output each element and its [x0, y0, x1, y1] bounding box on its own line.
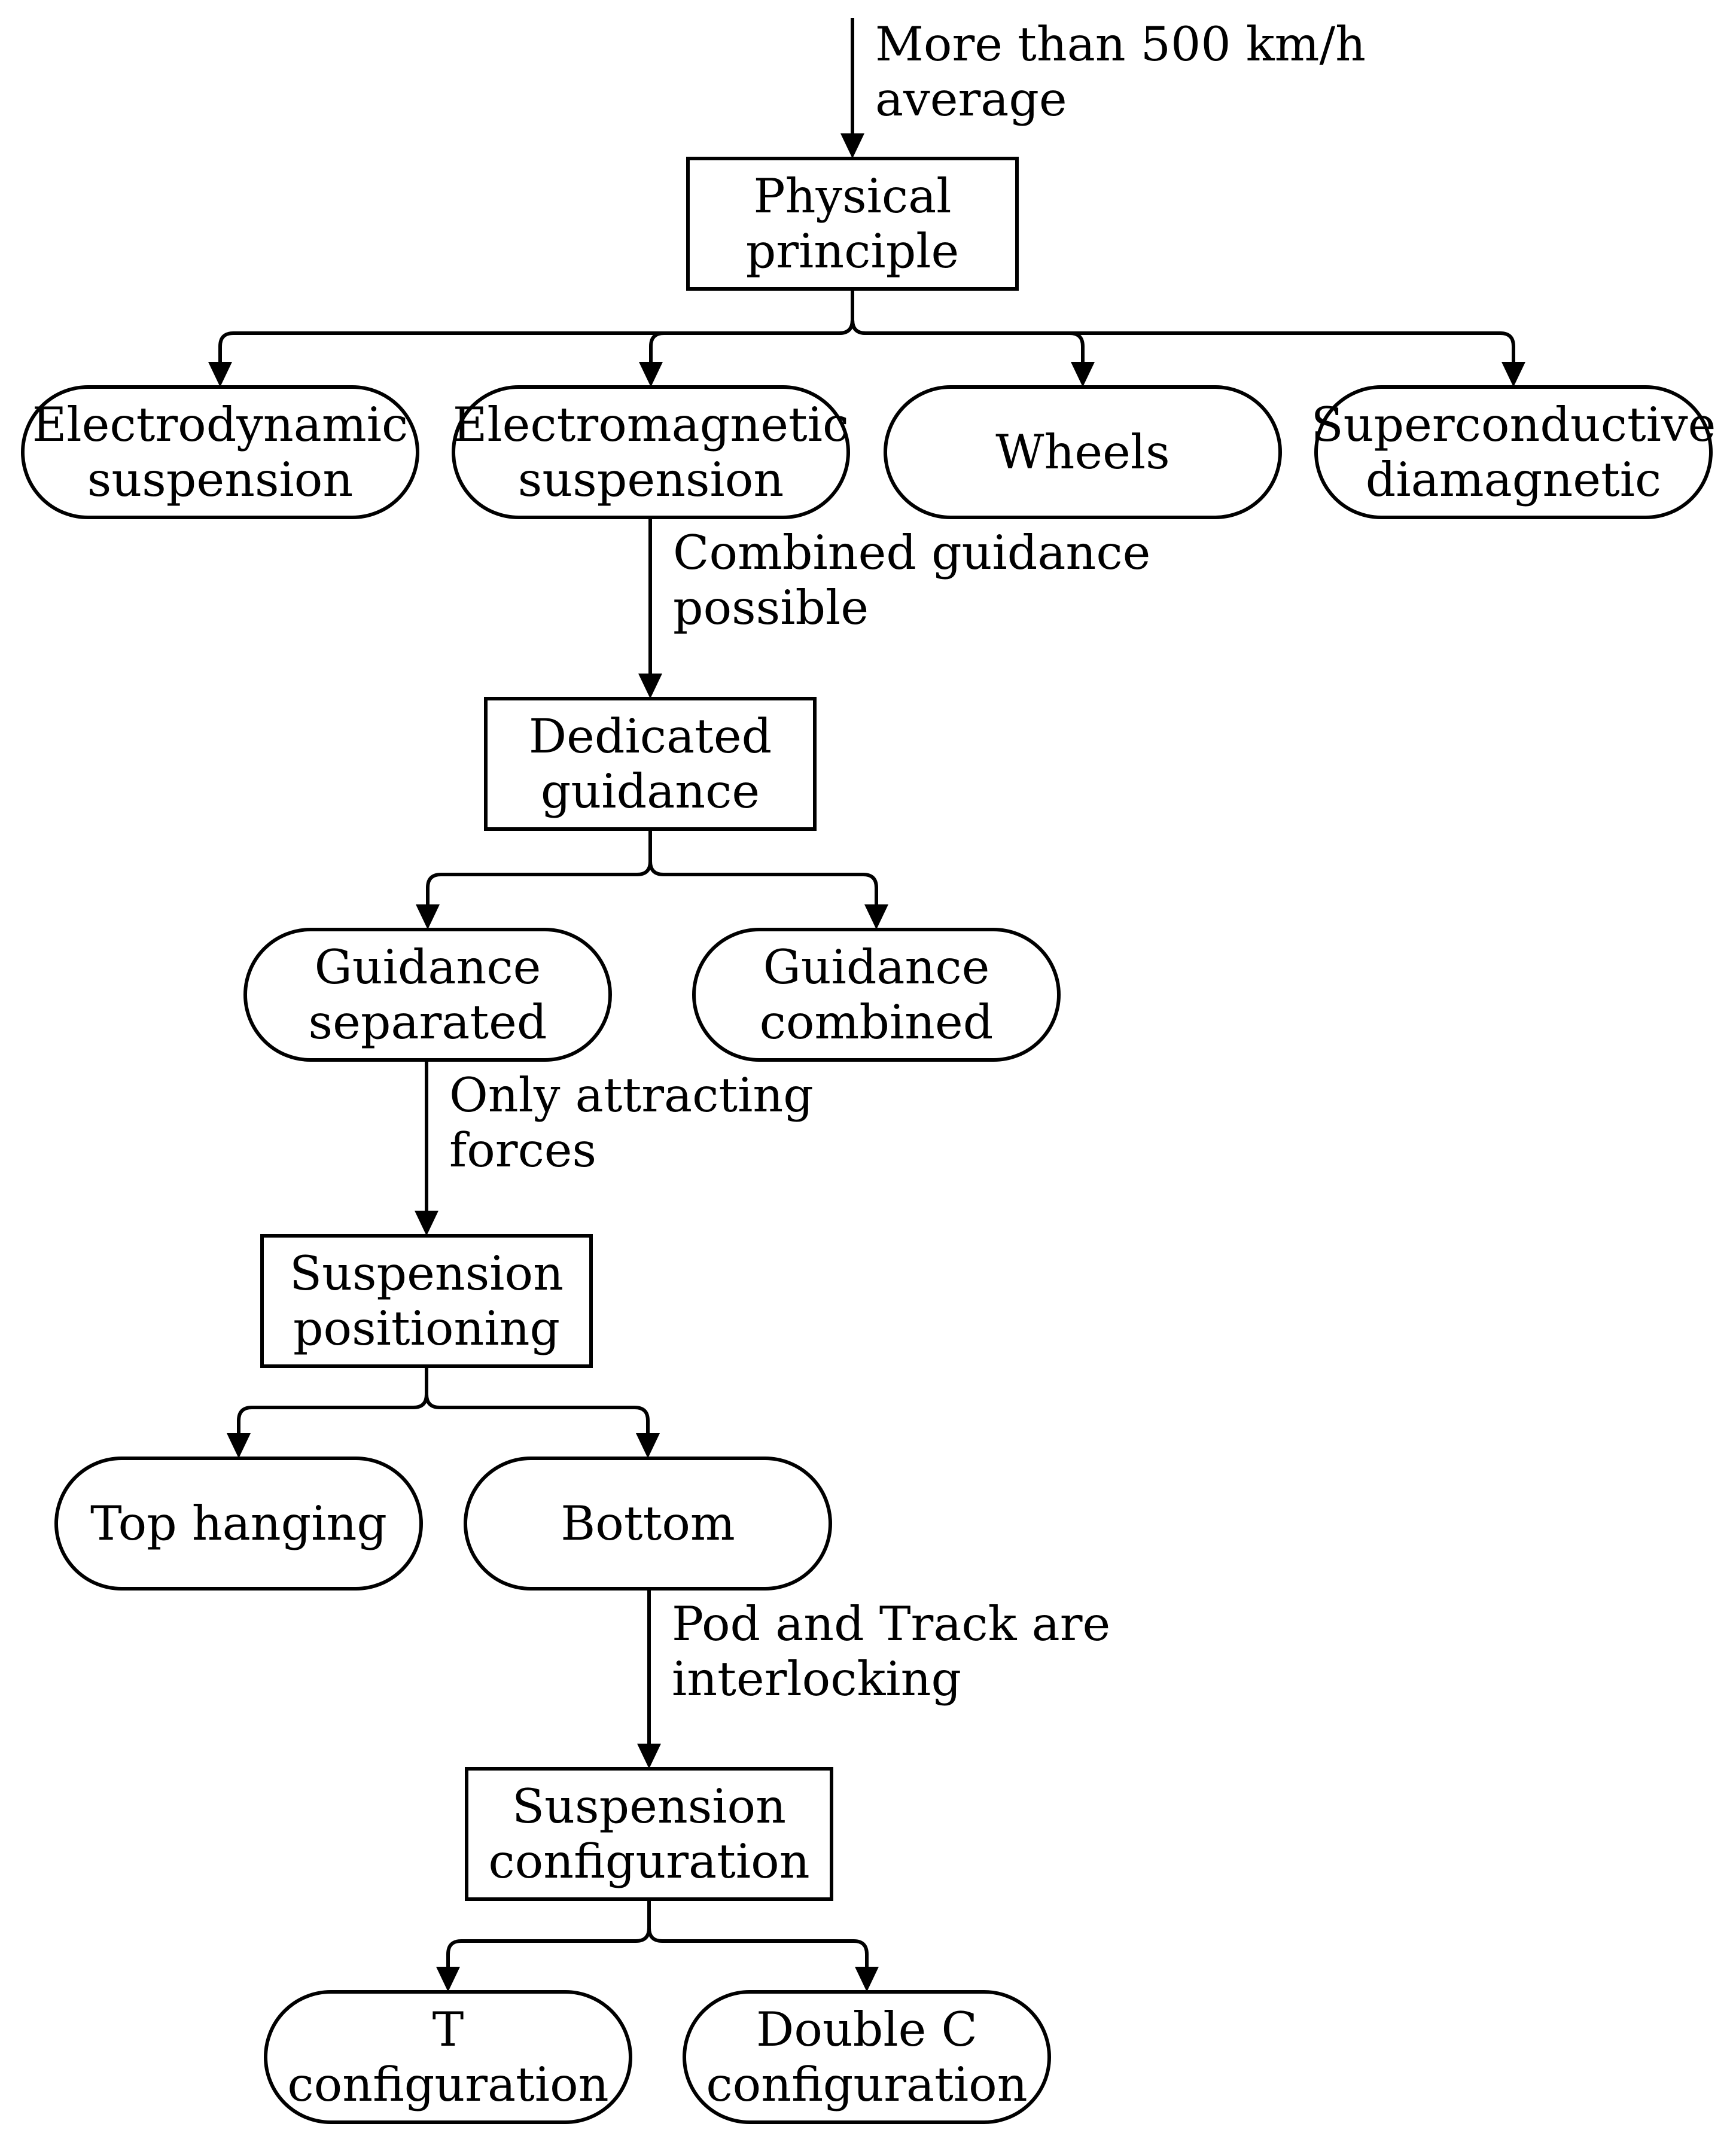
arrowhead-physical_principle: [840, 133, 864, 159]
node-electrodynamic-frame: [21, 385, 419, 519]
node-superconductive-line-1: Superconductive: [1311, 397, 1716, 452]
arrowhead-bottom: [636, 1433, 660, 1458]
node-dedicated-guidance-line-2: guidance: [541, 764, 760, 819]
edge-label-dedicated_guidance-line-2: possible: [673, 580, 869, 635]
edge-label-physical_principle-line-1: More than 500 km/h: [875, 17, 1366, 72]
arrowhead-superconductive: [1502, 362, 1525, 387]
node-dedicated-guidance-line-1: Dedicated: [529, 709, 772, 764]
node-guidance-combined-line-2: combined: [760, 995, 994, 1050]
node-suspension-positioning-line-1: Suspension: [290, 1246, 564, 1301]
node-bottom: Bottom: [464, 1457, 832, 1590]
node-guidance-separated-frame: [243, 928, 612, 1062]
node-superconductive-line-2: diamagnetic: [1366, 452, 1661, 507]
node-guidance-separated-line-1: Guidance: [315, 940, 541, 995]
node-top-hanging-line-1: Top hanging: [90, 1496, 387, 1551]
node-suspension-configuration-frame: [465, 1767, 833, 1901]
edge-label-suspension_configuration-line-2: interlocking: [672, 1652, 961, 1707]
arrowhead-top_hanging: [227, 1433, 251, 1458]
node-superconductive-frame: [1314, 385, 1713, 519]
edge-dedicated_guidance-guidance_combined: [648, 861, 878, 908]
edge-label-suspension_positioning-line-2: forces: [449, 1123, 596, 1178]
node-physical-principle-frame: [686, 157, 1019, 291]
node-suspension-positioning-line-2: positioning: [293, 1301, 560, 1356]
edge-dedicated_guidance-guidance_separated: [426, 861, 652, 908]
edge-physical_principle-superconductive: [851, 319, 1515, 365]
node-guidance-separated-line-2: separated: [309, 995, 547, 1050]
arrowhead-electrodynamic: [208, 362, 232, 387]
edge-label-physical_principle-line-2: average: [875, 72, 1067, 127]
node-suspension-configuration-line-1: Suspension: [512, 1779, 786, 1834]
node-guidance-combined-line-1: Guidance: [763, 940, 990, 995]
node-double-c-configuration-line-2: configuration: [706, 2057, 1027, 2112]
edge-physical_principle-wheels: [851, 319, 1085, 365]
edge-label-dedicated_guidance-line-1: Combined guidance: [673, 525, 1150, 580]
node-layer: PhysicalprincipleElectrodynamicsuspensio…: [21, 157, 1716, 2124]
node-electrodynamic-line-1: Electrodynamic: [32, 397, 409, 452]
arrowhead-suspension_positioning: [415, 1211, 438, 1236]
edge-suspension_configuration-t_configuration: [446, 1927, 651, 1970]
edge-suspension_configuration-double_c_configuration: [647, 1927, 869, 1970]
arrowhead-guidance_combined: [864, 904, 888, 930]
node-double-c-configuration-line-1: Double C: [756, 2002, 977, 2057]
node-physical-principle-line-1: Physical: [753, 169, 951, 224]
node-electrodynamic-line-2: suspension: [87, 452, 353, 507]
arrowhead-wheels: [1071, 362, 1095, 387]
node-dedicated-guidance-frame: [484, 697, 817, 831]
node-wheels: Wheels: [884, 385, 1282, 519]
node-suspension-positioning-frame: [260, 1234, 593, 1368]
node-top-hanging: Top hanging: [54, 1457, 423, 1590]
arrowhead-double_c_configuration: [855, 1967, 879, 1992]
node-double-c-configuration-frame: [683, 1990, 1051, 2124]
arrowhead-suspension_configuration: [637, 1744, 661, 1769]
node-bottom-line-1: Bottom: [561, 1496, 735, 1551]
arrowhead-electromagnetic: [639, 362, 663, 387]
node-physical-principle-line-2: principle: [746, 224, 960, 279]
arrowhead-t_configuration: [436, 1967, 460, 1992]
node-guidance-combined-frame: [692, 928, 1061, 1062]
node-t-configuration-line-1: T: [433, 2002, 464, 2057]
edge-physical_principle-electromagnetic: [649, 319, 854, 365]
arrowhead-dedicated_guidance: [638, 674, 662, 699]
edge-label-suspension_configuration-line-1: Pod and Track are: [672, 1596, 1110, 1652]
edge-suspension_positioning-top_hanging: [237, 1394, 428, 1437]
node-suspension-configuration-line-2: configuration: [488, 1834, 809, 1889]
node-top-hanging-frame: [54, 1457, 423, 1590]
node-t-configuration-line-2: configuration: [287, 2057, 608, 2112]
node-electromagnetic-line-1: Electromagnetic: [453, 397, 849, 452]
edge-physical_principle-electrodynamic: [218, 319, 854, 365]
arrowhead-guidance_separated: [416, 904, 440, 930]
node-electromagnetic-frame: [452, 385, 850, 519]
edge-label-suspension_positioning-line-1: Only attracting: [449, 1068, 814, 1123]
edge-suspension_positioning-bottom: [425, 1394, 650, 1437]
node-wheels-frame: [884, 385, 1282, 519]
node-wheels-line-1: Wheels: [995, 425, 1169, 480]
node-t-configuration-frame: [264, 1990, 632, 2124]
node-electromagnetic-line-2: suspension: [518, 452, 784, 507]
connector-layer: [208, 18, 1525, 1992]
node-bottom-frame: [464, 1457, 832, 1590]
